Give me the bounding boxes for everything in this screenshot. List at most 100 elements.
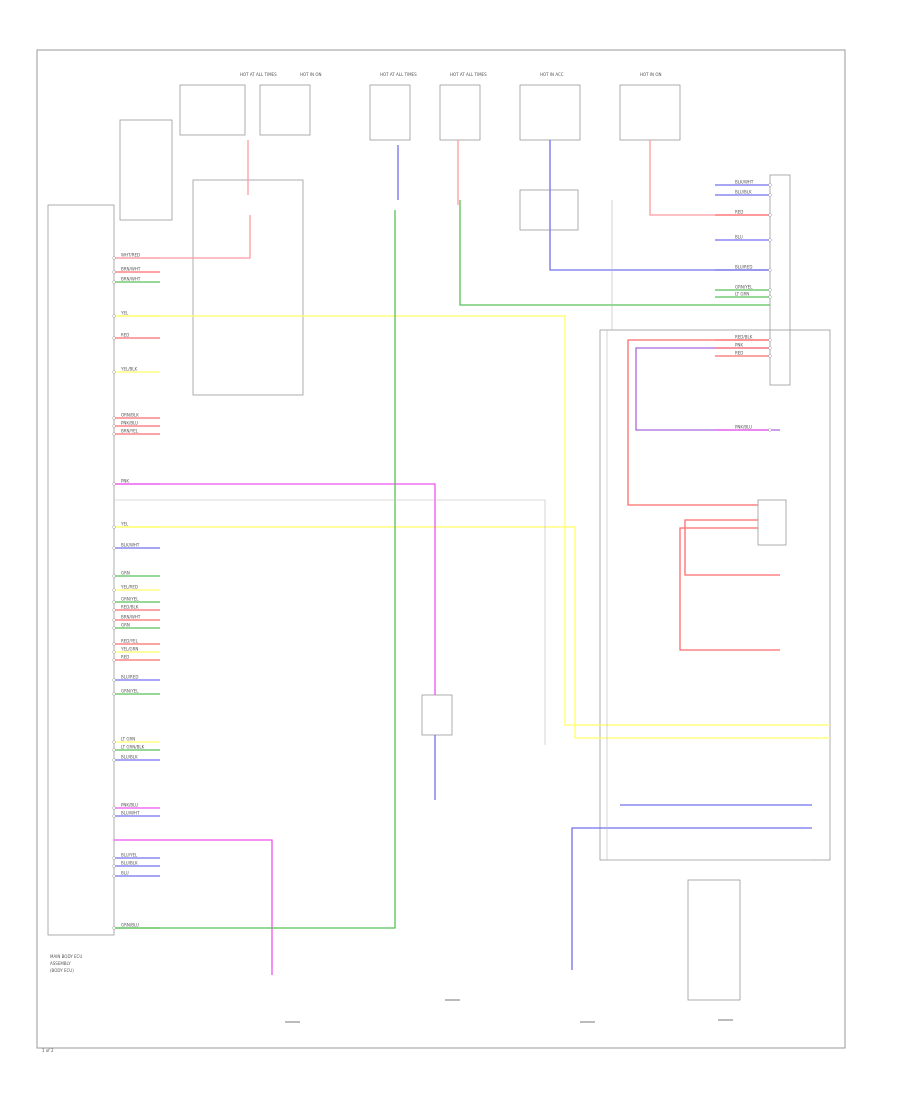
- left-connector: GRN: [112, 571, 160, 578]
- wire-label: PNK: [121, 479, 129, 484]
- left-connector: YEL: [112, 522, 160, 529]
- left-connector: WHT/RED: [112, 253, 160, 260]
- wire-label: WHT/RED: [121, 253, 140, 258]
- transponder-box: [119, 119, 173, 221]
- left-connector: YEL/BLK: [112, 367, 160, 374]
- wire-label: GRN/YEL: [121, 597, 139, 602]
- left-connector: BLU/WHT: [112, 811, 160, 818]
- wire-label: RED: [735, 210, 743, 215]
- wire-label: LT GRN/BLK: [121, 745, 145, 750]
- wire-label: YEL/GRN: [120, 647, 138, 652]
- wire-label: BLU/RED: [735, 265, 752, 270]
- relay-block: [519, 189, 579, 231]
- fuse-label: HOT AT ALL TIMES: [380, 72, 417, 77]
- left-connector: PNK: [112, 479, 160, 486]
- wire-label: BRN/WHT: [121, 267, 141, 272]
- center-relay: [421, 694, 453, 736]
- wiring: [114, 140, 830, 975]
- wire-label: BLU/YEL: [121, 853, 138, 858]
- left-connector: BRN/WHT: [112, 615, 160, 622]
- right-connector: GRN/YEL: [715, 285, 772, 292]
- right-connector: LT GRN: [715, 292, 772, 299]
- left-connector: GRN: [112, 623, 160, 630]
- svg-text:ASSEMBLY: ASSEMBLY: [50, 961, 71, 966]
- fuse-label: HOT AT ALL TIMES: [450, 72, 487, 77]
- module-label: MAIN BODY ECU: [50, 954, 82, 959]
- left-connector: BLU/YEL: [112, 853, 160, 860]
- left-connector: BLU/BLK: [112, 861, 160, 868]
- left-connector: YEL/GRN: [112, 647, 160, 654]
- wire-label: RED/BLK: [735, 335, 753, 340]
- body-control-block: [192, 179, 304, 396]
- wire-label: RED/BLK: [121, 605, 139, 610]
- wire-label: BLU/BLK: [735, 190, 752, 195]
- fuse-label: HOT IN ACC: [540, 72, 564, 77]
- right-connector: BLK/WHT: [715, 180, 772, 187]
- wire-label: BLU/RED: [121, 675, 138, 680]
- wire-label: BLK/WHT: [735, 180, 754, 185]
- top-fuse-labels: HOT AT ALL TIMES HOT IN ON HOT AT ALL TIME…: [240, 72, 661, 77]
- left-connector: BLU: [112, 871, 160, 878]
- fuse-label: HOT AT ALL TIMES: [240, 72, 277, 77]
- left-connector: RED: [112, 655, 160, 662]
- left-connector: LT GRN/BLK: [112, 745, 160, 752]
- wire-label: YEL/BLK: [120, 367, 138, 372]
- wire-label: YEL: [120, 522, 129, 527]
- ground-symbols: [285, 999, 733, 1023]
- wire-label: GRN/YEL: [121, 689, 139, 694]
- wire-label: BRN/WHT: [121, 277, 141, 282]
- left-connector: YEL/RED: [112, 585, 160, 592]
- fuse-block-b: [439, 84, 481, 141]
- wire-label: RED: [735, 351, 743, 356]
- wire-label: BLU/WHT: [121, 811, 140, 816]
- wire-label: BRN/YEL: [121, 429, 139, 434]
- left-connector: YEL: [112, 311, 160, 318]
- left-connector: BRN/WHT: [112, 267, 160, 274]
- wire-label: GRN/BLU: [121, 923, 139, 928]
- wire-label: PNK/BLU: [735, 425, 752, 430]
- wire-label: BRN/WHT: [121, 615, 141, 620]
- left-connector: BLU/RED: [112, 675, 160, 682]
- left-connector: PNK/BLU: [112, 421, 160, 428]
- right-connector-block: [769, 174, 791, 386]
- wire-label: GRN: [121, 571, 130, 576]
- wire-label: YEL/RED: [120, 585, 138, 590]
- wire-label: BLU/BLK: [121, 755, 138, 760]
- left-connector: GRN/BLU: [112, 923, 160, 930]
- engine-room-relay-box: [179, 84, 246, 136]
- wire-label: GRN: [121, 623, 130, 628]
- door-lock-switch: [757, 499, 787, 546]
- fuse-block-c: [519, 84, 581, 141]
- right-connector: RED: [715, 210, 772, 217]
- left-connector: BRN/YEL: [112, 429, 160, 436]
- door-switch-area: [599, 329, 831, 861]
- right-connector: BLU/BLK: [715, 190, 772, 197]
- wire-label: RED: [121, 333, 129, 338]
- left-connector: GRN/YEL: [112, 597, 160, 604]
- junction-block: [259, 84, 311, 136]
- wire-label: BLU/BLK: [121, 861, 138, 866]
- right-connector: RED: [715, 351, 772, 358]
- left-connector: ORN/BLK: [112, 413, 160, 420]
- wire-label: BLK/WHT: [121, 543, 140, 548]
- wire-label: GRN/YEL: [735, 285, 753, 290]
- left-connector: BLU/BLK: [112, 755, 160, 762]
- main-body-ecu: MAIN BODY ECU ASSEMBLY (BODY ECU): [47, 204, 115, 973]
- left-connector: PNK/BLU: [112, 803, 160, 810]
- fuse-label: HOT IN ON: [640, 72, 661, 77]
- wire-label: PNK/BLU: [121, 421, 138, 426]
- left-connector: GRN/YEL: [112, 689, 160, 696]
- passenger-assembly: [687, 879, 741, 1001]
- wire-label: ORN/BLK: [121, 413, 139, 418]
- left-connector: RED: [112, 333, 160, 340]
- wire-label: BLU: [121, 871, 129, 876]
- fuse-label: HOT IN ON: [300, 72, 321, 77]
- page-label: 1 of 2: [42, 1048, 54, 1053]
- fuse-block-a: [369, 84, 411, 141]
- wire-label: PNK/BLU: [121, 803, 138, 808]
- svg-text:(BODY ECU): (BODY ECU): [50, 968, 74, 973]
- left-connector: BRN/WHT: [112, 277, 160, 284]
- wire-label: PNK: [735, 343, 743, 348]
